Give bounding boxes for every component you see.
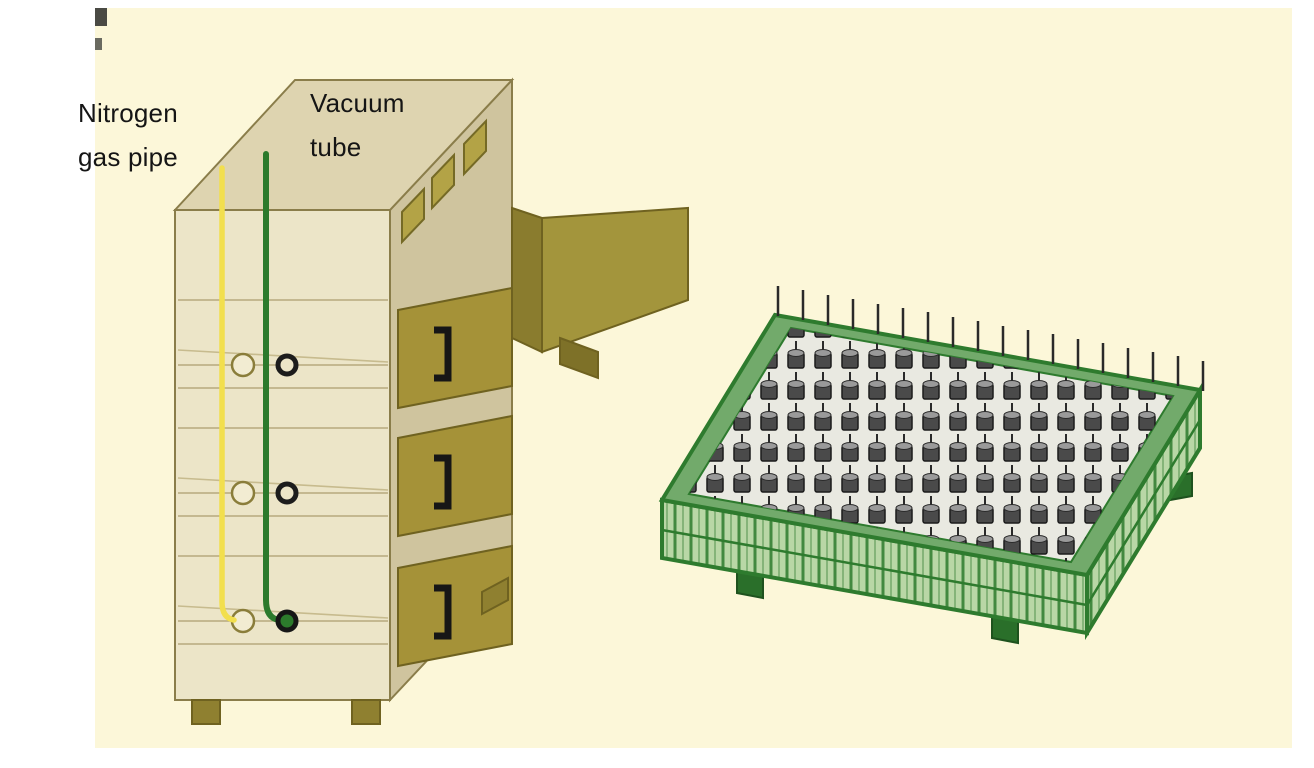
tray-right-rail bbox=[1085, 419, 1202, 606]
vent bbox=[463, 118, 487, 177]
vacuum-port bbox=[275, 481, 299, 505]
cabinet-foot bbox=[351, 699, 381, 725]
vacuum-port bbox=[275, 353, 299, 377]
nitrogen-label-line2: gas pipe bbox=[78, 141, 178, 172]
component-field bbox=[689, 328, 1173, 562]
corner-artifact bbox=[95, 8, 107, 26]
cabinet-drawers bbox=[397, 286, 513, 668]
drawer-2-front bbox=[397, 414, 513, 538]
corner-artifact bbox=[95, 38, 102, 50]
vent bbox=[401, 186, 425, 245]
vacuum-label-line2: tube bbox=[310, 131, 362, 162]
component-pins bbox=[776, 286, 1205, 391]
cabinet-foot bbox=[191, 699, 221, 725]
cabinet-feet bbox=[191, 576, 509, 725]
tray-feet bbox=[736, 471, 1193, 645]
vacuum-label: Vacuum tube bbox=[310, 82, 405, 170]
drawer-2-handle bbox=[434, 454, 452, 510]
drawer-3-front bbox=[397, 544, 513, 668]
drawer-1-front bbox=[397, 286, 513, 410]
cabinet bbox=[172, 77, 689, 725]
cabinet-foot bbox=[481, 576, 509, 616]
tray-front-rail bbox=[661, 528, 1088, 607]
nitrogen-gas-pipe bbox=[219, 165, 237, 623]
vacuum-port-connected bbox=[275, 609, 299, 633]
cabinet-ports bbox=[230, 352, 299, 634]
door-bracket bbox=[559, 336, 599, 380]
door-edge bbox=[511, 206, 543, 354]
cabinet-vents bbox=[401, 118, 487, 245]
component-tray bbox=[658, 286, 1205, 645]
gas-port bbox=[230, 480, 256, 506]
vacuum-label-line1: Vacuum bbox=[310, 88, 405, 118]
gas-port bbox=[230, 352, 256, 378]
cabinet-shelves bbox=[177, 299, 389, 645]
nitrogen-label-line1: Nitrogen bbox=[78, 98, 178, 128]
vent bbox=[431, 152, 455, 211]
nitrogen-label: Nitrogen gas pipe bbox=[78, 92, 178, 180]
cabinet-front-face bbox=[174, 209, 391, 701]
door-panel bbox=[541, 206, 689, 354]
cabinet-open-door bbox=[511, 206, 689, 380]
drawer-1-handle bbox=[434, 326, 452, 382]
drawer-3-handle bbox=[434, 584, 452, 640]
